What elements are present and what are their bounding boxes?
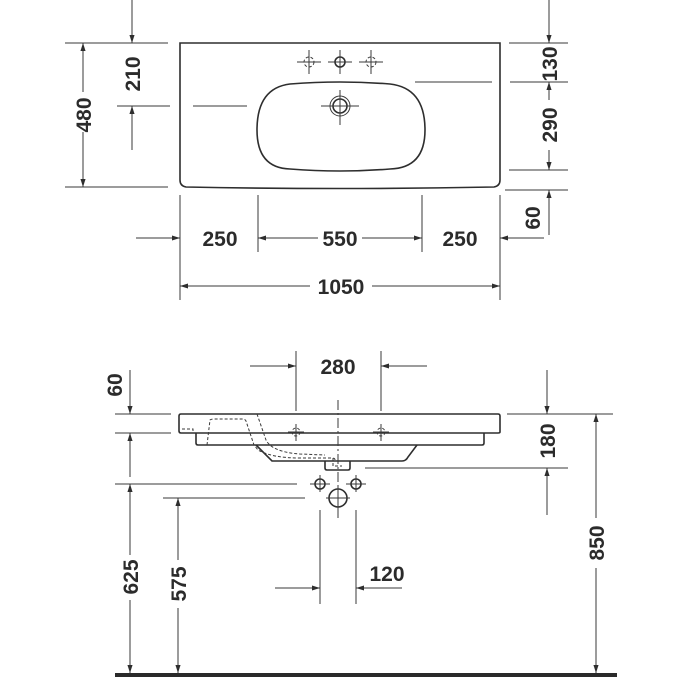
bowl-outline — [256, 81, 426, 172]
rim-profile — [178, 413, 501, 434]
dim-tap-hole-to-back: 210 — [122, 56, 145, 91]
tap-hole-left-icon — [297, 50, 321, 74]
dim-right-deck: 250 — [442, 228, 477, 251]
waste-pipe-icon — [326, 486, 350, 515]
side-view: 280 60 625 575 120 180 850 — [104, 351, 617, 677]
dim-left-deck: 250 — [202, 228, 237, 251]
dim-overall-depth: 480 — [73, 97, 96, 132]
top-view: 480 210 130 290 60 250 550 250 1050 — [65, 0, 568, 300]
dim-rim-height: 850 — [586, 525, 609, 560]
dim-basin-height: 180 — [537, 423, 560, 458]
dim-supply-height: 625 — [120, 559, 143, 594]
drain-icon — [321, 90, 359, 125]
rim-tap-hole-left-icon — [288, 424, 304, 441]
basin-outline — [179, 42, 501, 190]
dim-supply-spacing: 120 — [369, 563, 404, 586]
dim-tap-hole-spacing: 280 — [320, 356, 355, 379]
dim-overall-width: 1050 — [318, 276, 365, 299]
supply-left-icon — [310, 475, 330, 492]
dim-waste-height: 575 — [168, 566, 191, 601]
dim-bowl-width: 550 — [322, 228, 357, 251]
dim-front-offset: 60 — [522, 206, 545, 229]
tap-hole-right-icon — [359, 50, 383, 74]
dim-back-to-bowl: 130 — [539, 46, 562, 81]
supply-right-icon — [346, 475, 366, 492]
tap-hole-center-icon — [328, 50, 352, 74]
dim-rim-thickness: 60 — [104, 373, 127, 396]
dim-bowl-depth: 290 — [539, 107, 562, 142]
rim-tap-hole-right-icon — [373, 424, 389, 441]
